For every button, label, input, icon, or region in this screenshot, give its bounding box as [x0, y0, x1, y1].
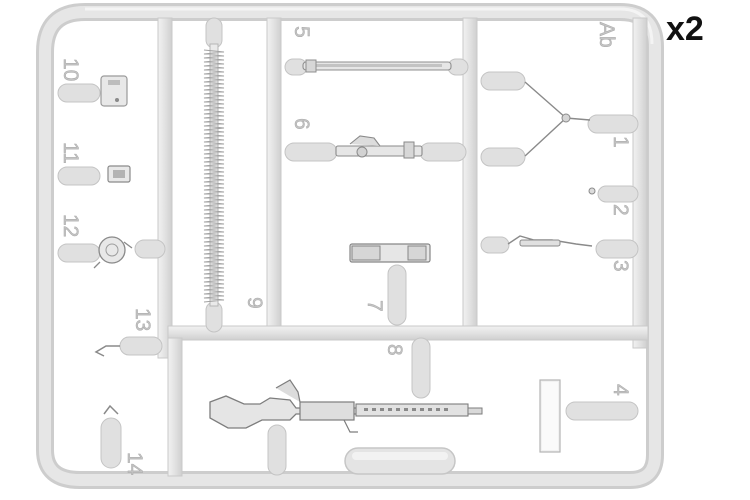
sprue-frame — [36, 3, 664, 489]
gates — [57, 17, 639, 476]
bottom-tab — [344, 447, 456, 475]
part-3-handle — [507, 235, 593, 247]
part-number-4: 4 — [609, 384, 632, 396]
part-number-2: 2 — [609, 204, 632, 216]
part-number-6: 6 — [290, 118, 313, 130]
part-number-14: 14 — [123, 452, 146, 476]
inner-runners — [157, 17, 649, 477]
part-number-1: 1 — [609, 136, 632, 148]
part-9-ammo-belt — [203, 43, 225, 307]
part-6-receiver — [335, 135, 423, 159]
part-number-9: 9 — [243, 297, 266, 309]
part-number-11: 11 — [59, 142, 82, 164]
part-13 — [94, 345, 120, 357]
part-number-labels: 10 11 12 13 14 9 5 6 7 8 1 2 3 4 Ab — [59, 22, 633, 476]
part-4-plate — [539, 379, 561, 453]
part-5-rod — [302, 59, 452, 73]
part-8-machine-gun — [209, 379, 483, 433]
barrel-holes — [364, 408, 448, 411]
part-number-7: 7 — [363, 300, 386, 312]
part-14 — [103, 404, 119, 415]
part-number-8: 8 — [383, 344, 406, 356]
part-number-10: 10 — [59, 58, 82, 81]
part-number-12: 12 — [59, 214, 82, 237]
part-number-13: 13 — [131, 308, 154, 331]
quantity-label: x2 — [666, 10, 704, 48]
sprue-code: Ab — [595, 22, 618, 48]
part-10 — [100, 75, 128, 107]
part-number-5: 5 — [290, 26, 313, 38]
part-7-magazine — [349, 243, 431, 263]
part-2-pin — [588, 187, 596, 195]
part-12 — [93, 236, 133, 269]
part-11 — [107, 165, 131, 183]
part-1-bipod — [524, 81, 591, 157]
part-number-3: 3 — [609, 260, 632, 272]
